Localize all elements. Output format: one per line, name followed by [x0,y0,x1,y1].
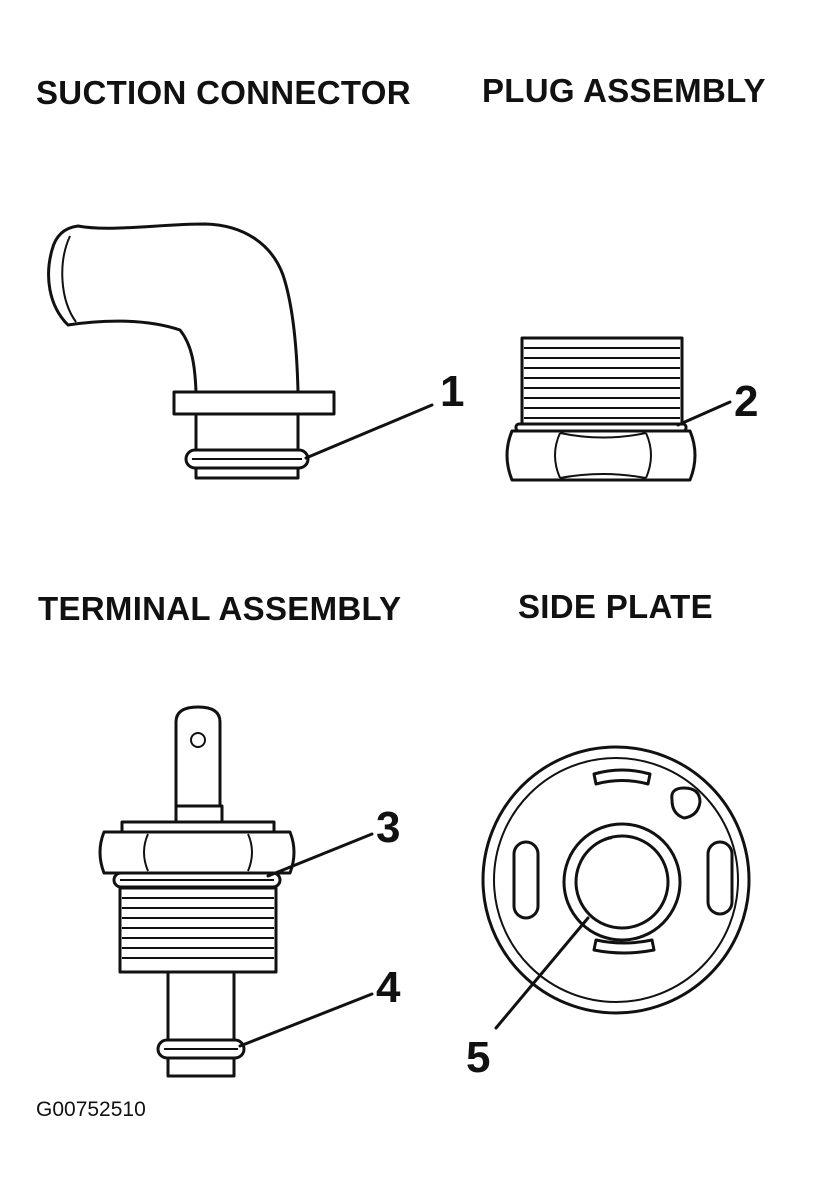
plug-assembly-drawing [505,336,732,482]
leader-line-5 [494,916,590,1030]
leader-line-3 [266,832,374,878]
callout-1: 1 [440,367,465,416]
plug-threaded-body [520,336,684,430]
terminal-nut-facets [143,833,253,872]
callout-5: 5 [466,1033,491,1082]
terminal-threaded-body [118,886,278,974]
side-plate-drawing [481,745,751,1030]
terminal-hole [190,732,206,748]
callout-3: 3 [376,803,401,852]
callout-4: 4 [376,963,401,1012]
side-plate-dowel-hole [670,786,702,820]
side-plate-slot-top [592,768,652,786]
side-plate-slot-bottom [592,938,656,955]
hex-nut-facets [554,432,652,479]
suction-connector-title: SUCTION CONNECTOR [36,74,411,111]
terminal-assembly-title: TERMINAL ASSEMBLY [38,590,402,627]
terminal-stem [166,970,236,1078]
terminal-threads [122,897,274,959]
plug-hex-nut [505,429,697,482]
figure-code: G00752510 [36,1098,146,1121]
side-plate-bore-inner [574,834,670,930]
side-plate-title: SIDE PLATE [518,588,713,625]
terminal-blade [174,705,222,810]
side-plate-inner-rim [493,757,739,1003]
elbow-tube [47,222,300,394]
suction-connector-drawing [47,222,434,480]
side-plate-slot-right [706,840,734,916]
terminal-assembly-drawing [98,705,374,1078]
connector-flange [172,390,336,416]
callout-2: 2 [734,377,759,426]
o-ring-5-arc [581,837,613,859]
hex-nut-chamfer [559,432,647,479]
leader-line-1 [304,403,434,460]
side-plate-outer-rim [481,745,751,1015]
tube-end-rim [61,235,77,323]
terminal-hex-nut [98,830,296,875]
plug-threads [524,347,680,419]
side-plate-slot-left [512,840,540,920]
leader-line-2 [676,400,732,427]
leader-line-4 [238,992,374,1048]
plug-assembly-title: PLUG ASSEMBLY [482,72,766,109]
side-plate-bore-outer [562,822,682,942]
